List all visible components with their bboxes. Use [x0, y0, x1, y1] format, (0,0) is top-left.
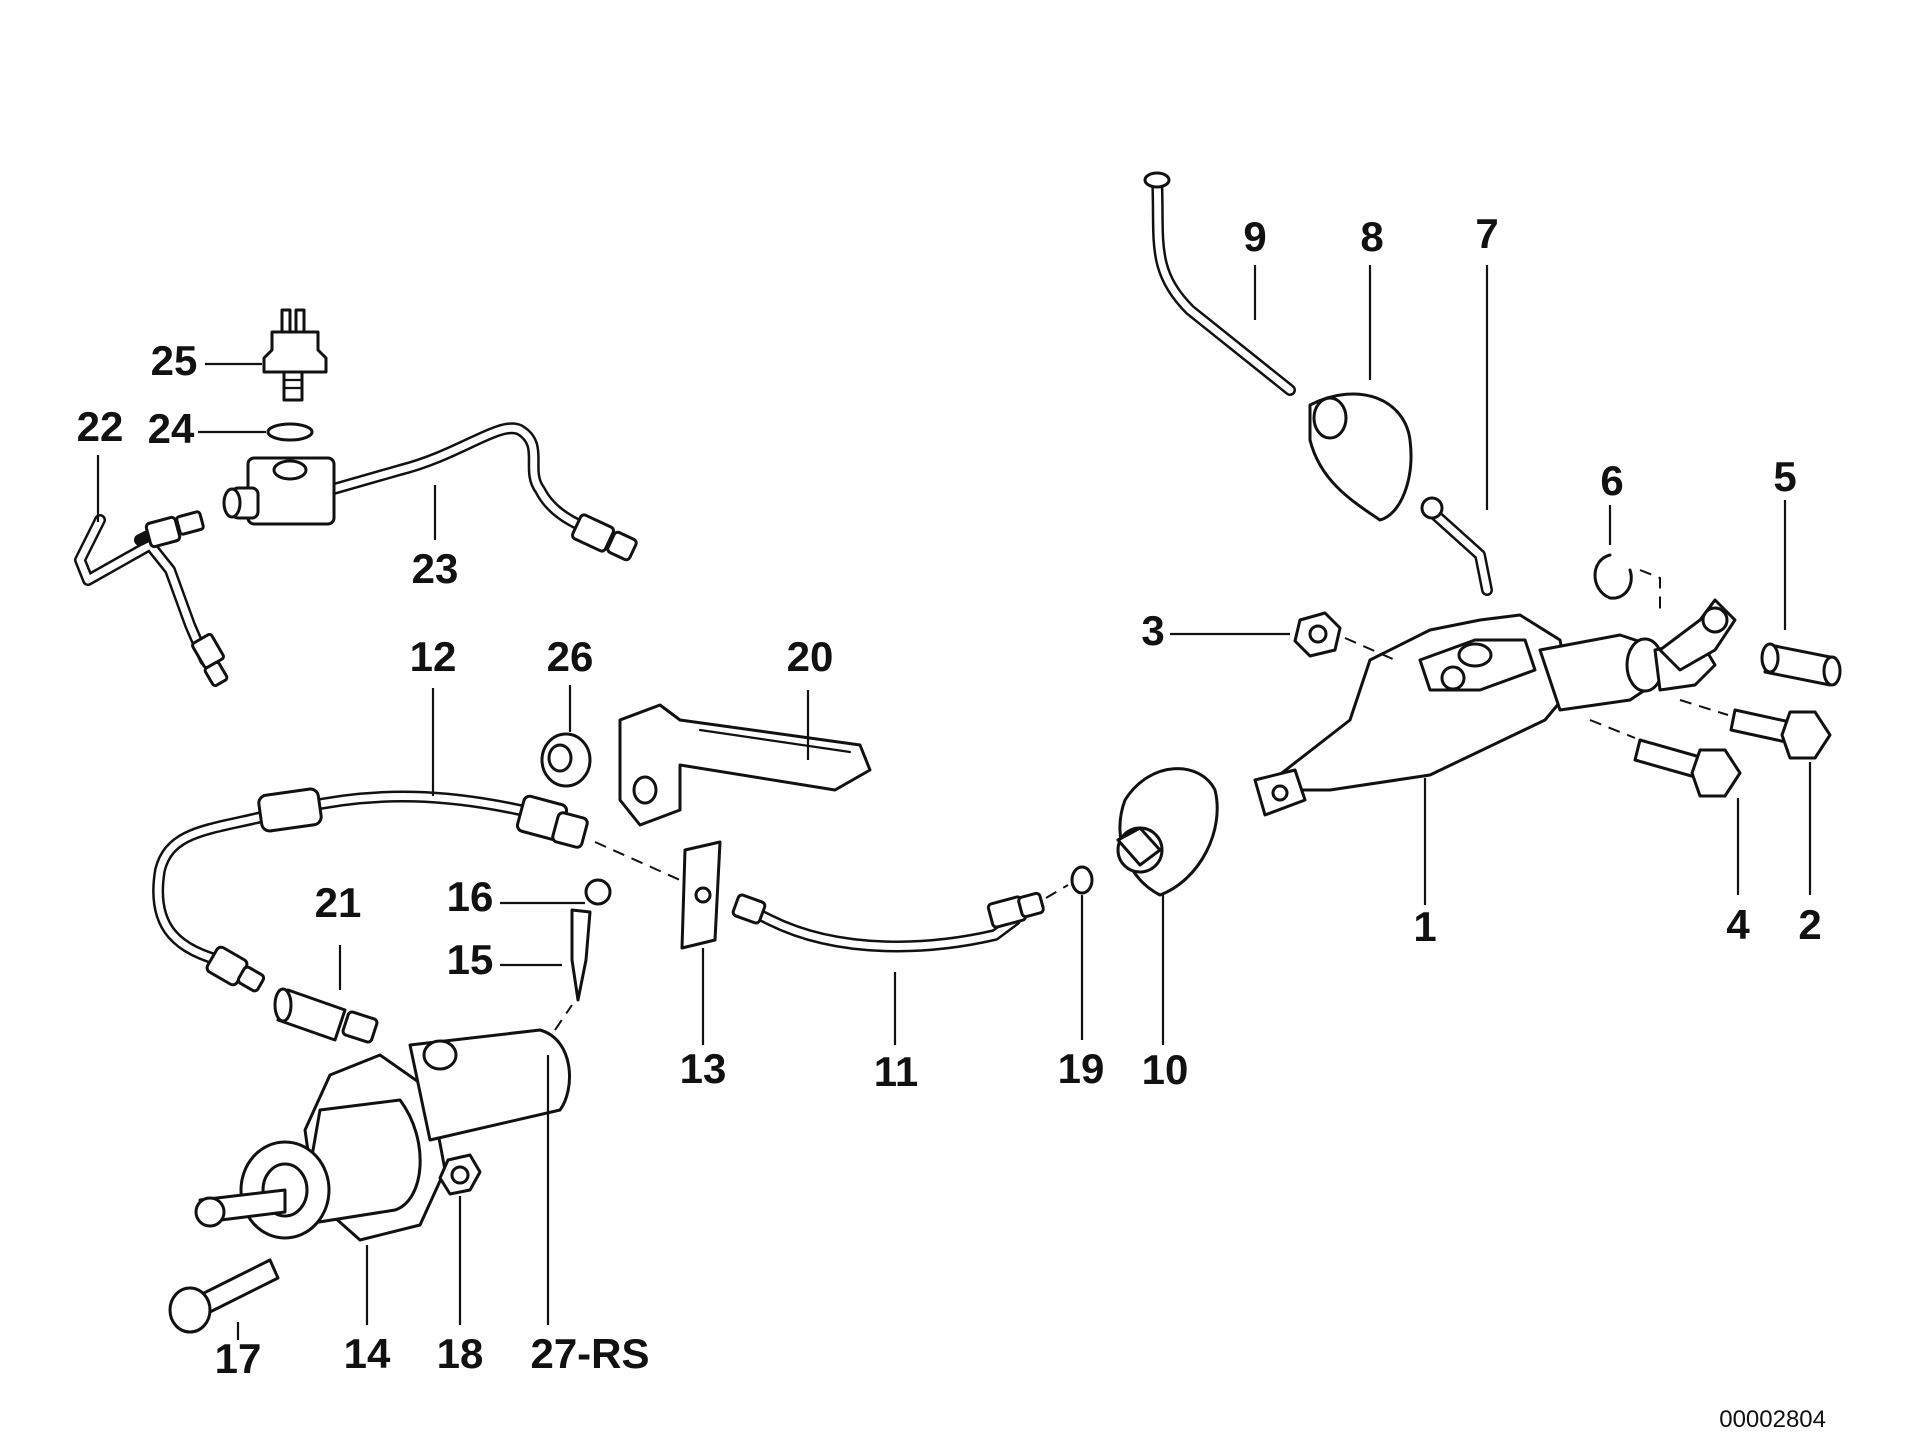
- brake-line-23: [324, 422, 638, 562]
- elbow-7: [1420, 496, 1493, 596]
- line-11: [731, 891, 1045, 953]
- callout-12: 12: [410, 633, 457, 680]
- callout-7: 7: [1475, 210, 1498, 257]
- bracket-20: [618, 703, 872, 827]
- callout-9: 9: [1243, 213, 1266, 260]
- master-cylinder-1: [1253, 613, 1717, 817]
- nut-3: [1293, 611, 1342, 658]
- callout-3: 3: [1141, 607, 1164, 654]
- circlip-6: [1593, 553, 1633, 600]
- callout-20: 20: [787, 633, 834, 680]
- pushrod-clevis: [1658, 598, 1737, 672]
- callout-labels: 1 2 3 4 5 6 7 8 9 10 11 12 13 14 15 16 1…: [77, 210, 1826, 1433]
- callout-24: 24: [148, 405, 195, 452]
- callout-27: 27-RS: [530, 1330, 649, 1377]
- callout-18: 18: [437, 1330, 484, 1377]
- grommet-8: [1308, 392, 1413, 522]
- callout-11: 11: [874, 1048, 918, 1095]
- slave-cylinder-14: [194, 1028, 571, 1242]
- bleeder-valve: [570, 878, 612, 1002]
- bolt-2: [1729, 708, 1832, 760]
- callout-13: 13: [680, 1045, 727, 1092]
- pressure-switch-25: [262, 308, 328, 402]
- ring-19: [1070, 865, 1094, 895]
- brake-line-22: [74, 510, 229, 688]
- callout-14: 14: [344, 1330, 391, 1377]
- clutch-hose-12: [152, 787, 589, 993]
- callout-1: 1: [1413, 903, 1436, 950]
- reservoir-hose-9: [1143, 171, 1296, 396]
- callout-17: 17: [215, 1335, 262, 1382]
- callout-25: 25: [151, 337, 198, 384]
- callout-23: 23: [412, 545, 459, 592]
- leader-lines: [96, 265, 1812, 1340]
- bolt-4: [1633, 738, 1742, 798]
- callout-15: 15: [447, 936, 494, 983]
- adapter-21: [273, 987, 379, 1044]
- callout-21: 21: [315, 879, 362, 926]
- clip-13: [680, 840, 722, 950]
- callout-5: 5: [1773, 453, 1796, 500]
- callout-26: 26: [547, 633, 594, 680]
- callout-22: 22: [77, 403, 124, 450]
- pin-5: [1760, 642, 1842, 687]
- callout-8: 8: [1360, 213, 1383, 260]
- oring-24: [266, 422, 314, 442]
- distributor-block: [222, 456, 336, 526]
- bolt-17: [168, 1258, 280, 1334]
- diagram-reference-number: 00002804: [1719, 1406, 1826, 1433]
- callout-4: 4: [1726, 901, 1750, 948]
- callout-10: 10: [1142, 1046, 1189, 1093]
- grommet-26: [540, 732, 592, 788]
- callout-6: 6: [1600, 457, 1623, 504]
- callout-2: 2: [1798, 901, 1821, 948]
- dust-boot-10: [1116, 767, 1219, 897]
- nut-18: [438, 1153, 482, 1196]
- callout-19: 19: [1058, 1045, 1105, 1092]
- callout-16: 16: [447, 873, 494, 920]
